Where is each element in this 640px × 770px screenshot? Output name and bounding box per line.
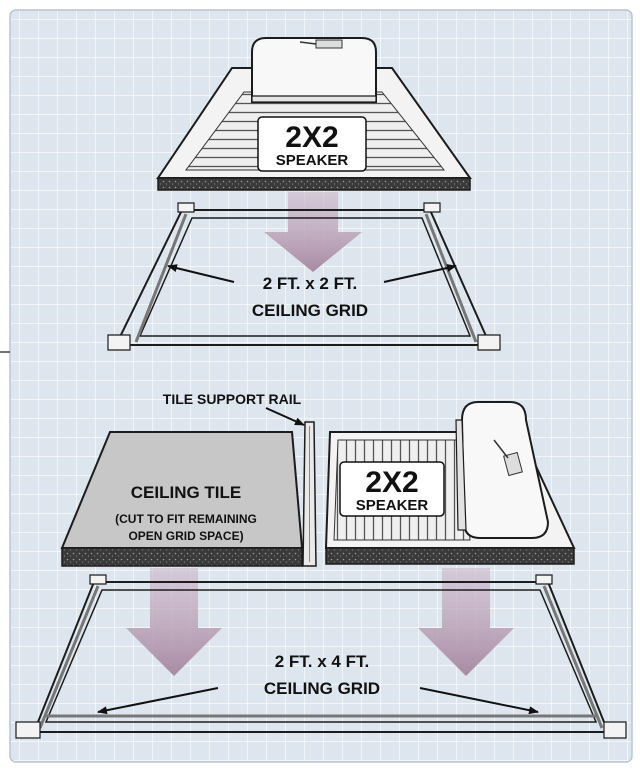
tile-support-rail [302, 421, 317, 567]
tile-note-line2: OPEN GRID SPACE) [128, 529, 243, 543]
tile-title: CEILING TILE [131, 483, 242, 502]
ceiling-tile: CEILING TILE (CUT TO FIT REMAINING OPEN … [60, 431, 304, 567]
top-speaker-panel: 2X2 SPEAKER [156, 37, 472, 191]
top-section: 2X2 SPEAKER 2 FT. x 2 FT. CEILING GRID [107, 37, 501, 351]
tile-support-rail-label: TILE SUPPORT RAIL [163, 391, 305, 426]
top-grid-label: 2 FT. x 2 FT. CEILING GRID [167, 264, 457, 320]
rail-label-text: TILE SUPPORT RAIL [163, 391, 302, 407]
top-speaker-box [251, 37, 377, 103]
bottom-speaker-badge: 2X2 SPEAKER [339, 461, 445, 517]
bottom-section: TILE SUPPORT RAIL CEILING TILE (CUT TO F… [15, 391, 627, 739]
top-grid-label-line2: CEILING GRID [252, 301, 368, 320]
bottom-left-down-arrow [126, 568, 222, 676]
top-down-arrow [264, 192, 362, 272]
top-badge-main: 2X2 [285, 121, 338, 154]
tile-note-line1: (CUT TO FIT REMAINING [115, 512, 257, 526]
bottom-badge-sub: SPEAKER [356, 497, 429, 514]
bottom-right-down-arrow [418, 568, 514, 676]
top-ceiling-grid-frame [107, 202, 501, 351]
bottom-grid-label: 2 FT. x 4 FT. CEILING GRID [97, 652, 539, 715]
bottom-badge-main: 2X2 [365, 466, 418, 499]
bottom-speaker-box [455, 401, 550, 539]
top-speaker-badge: 2X2 SPEAKER [257, 116, 367, 172]
top-grid-label-line1: 2 FT. x 2 FT. [263, 274, 357, 293]
top-badge-sub: SPEAKER [276, 152, 349, 169]
bottom-grid-label-line2: CEILING GRID [264, 679, 380, 698]
bottom-speaker-panel: 2X2 SPEAKER [324, 401, 576, 565]
bottom-ceiling-grid-frame [15, 574, 627, 739]
bottom-grid-label-line1: 2 FT. x 4 FT. [275, 652, 369, 671]
